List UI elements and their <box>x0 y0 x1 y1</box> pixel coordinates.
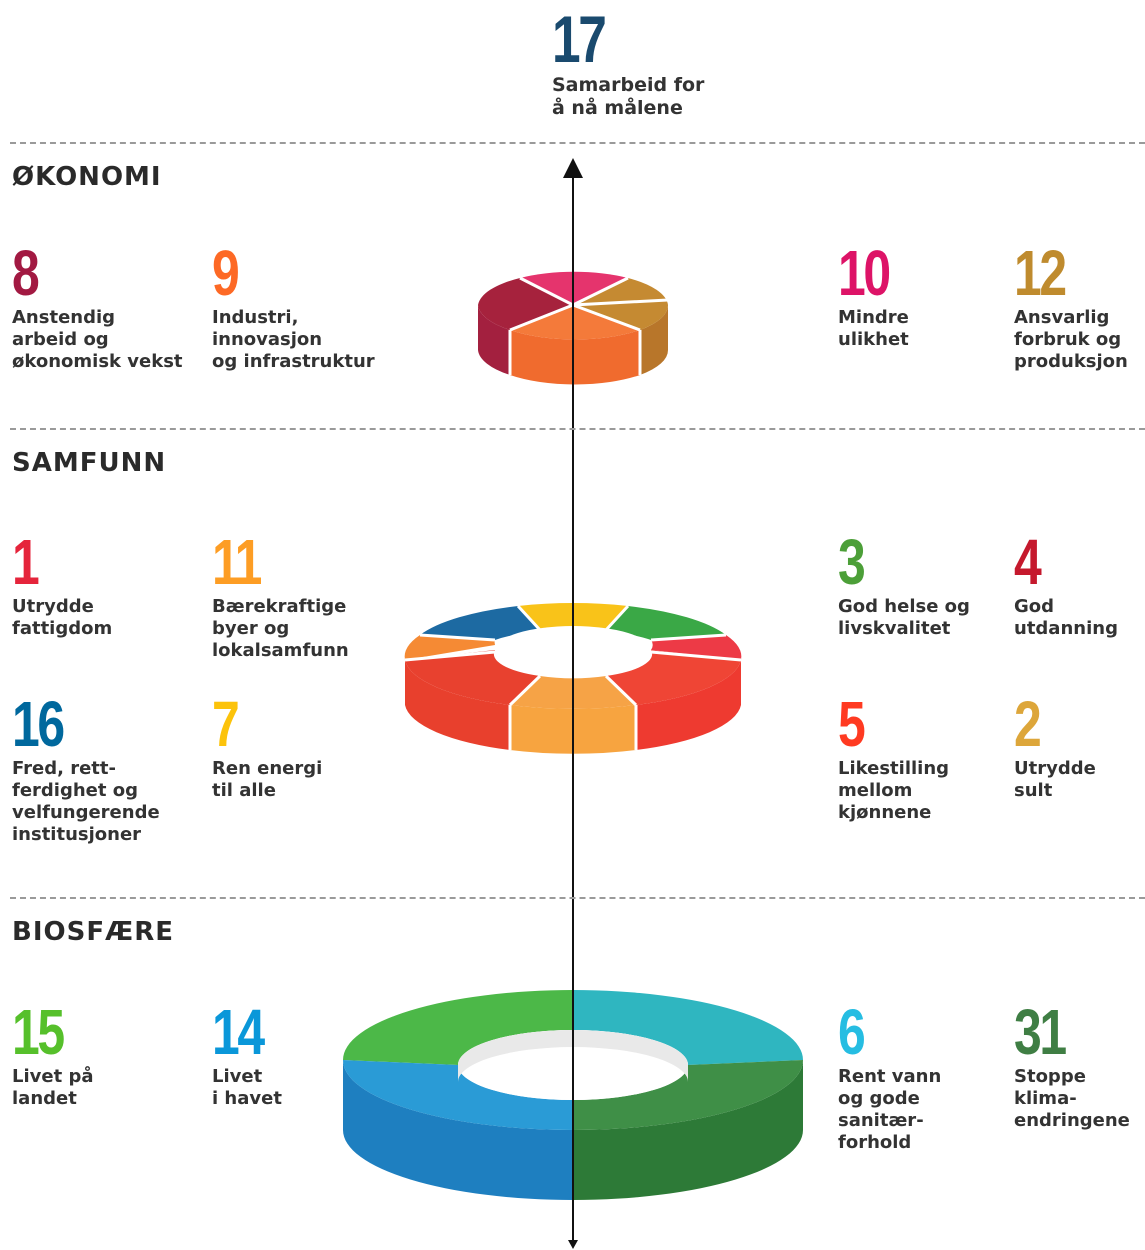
axis-bottom-arrow-icon <box>568 1240 578 1249</box>
goal-3: 3 God helse og livskvalitet <box>838 526 970 640</box>
goal-1: 1 Utrydde fattigdom <box>12 526 113 640</box>
goal-9-number: 9 <box>212 237 240 309</box>
goal-6-label: Rent vann og gode sanitær- forhold <box>838 1066 942 1153</box>
goal-5-number: 5 <box>838 688 866 760</box>
goal-31-number: 31 <box>1014 996 1067 1068</box>
goal-5: 5 Likestilling mellom kjønnene <box>838 688 950 824</box>
goal-14-label: Livet i havet <box>212 1066 282 1109</box>
goal-15-number: 15 <box>12 996 65 1068</box>
society-ring <box>404 603 742 754</box>
goal-4-label: God utdanning <box>1014 596 1118 639</box>
goal-9-label: Industri, innovasjon og infrastruktur <box>212 307 375 372</box>
goal-3-number: 3 <box>838 526 866 598</box>
goal-4-number: 4 <box>1014 526 1042 598</box>
goal-7: 7 Ren energi til alle <box>212 688 323 802</box>
goal-12-label: Ansvarlig forbruk og produksjon <box>1014 307 1128 372</box>
goal-7-number: 7 <box>212 688 240 760</box>
goal-6: 6 Rent vann og gode sanitær- forhold <box>838 996 942 1154</box>
goal-5-label: Likestilling mellom kjønnene <box>838 758 950 823</box>
goal-2: 2 Utrydde sult <box>1014 688 1096 802</box>
goal-17-label: Samarbeid for å nå målene <box>552 74 705 119</box>
section-title-samfunn: SAMFUNN <box>12 448 167 478</box>
goal-4: 4 God utdanning <box>1014 526 1118 640</box>
divider-top <box>10 142 1145 144</box>
goal-2-label: Utrydde sult <box>1014 758 1096 801</box>
goal-16-number: 16 <box>12 688 65 760</box>
goal-17-number: 17 <box>552 2 607 76</box>
goal-11-number: 11 <box>212 526 262 598</box>
goal-12: 12 Ansvarlig forbruk og produksjon <box>1014 237 1128 373</box>
goal-31: 31 Stoppe klima- endringene <box>1014 996 1130 1132</box>
goal-8: 8 Anstendig arbeid og økonomisk vekst <box>12 237 183 373</box>
goal-3-label: God helse og livskvalitet <box>838 596 970 639</box>
goal-10-label: Mindre ulikhet <box>838 307 909 350</box>
section-title-biosfare: BIOSFÆRE <box>12 917 175 947</box>
goal-17: 17 Samarbeid for å nå målene <box>552 2 705 120</box>
economy-cake <box>478 271 669 385</box>
goal-14: 14 Livet i havet <box>212 996 282 1110</box>
goal-8-label: Anstendig arbeid og økonomisk vekst <box>12 307 183 372</box>
goal-1-label: Utrydde fattigdom <box>12 596 113 639</box>
goal-10-number: 10 <box>838 237 891 309</box>
goal-31-label: Stoppe klima- endringene <box>1014 1066 1130 1131</box>
goal-15: 15 Livet på landet <box>12 996 94 1110</box>
goal-9: 9 Industri, innovasjon og infrastruktur <box>212 237 375 373</box>
goal-15-label: Livet på landet <box>12 1066 94 1109</box>
goal-1-number: 1 <box>12 526 40 598</box>
goal-11: 11 Bærekraftige byer og lokalsamfunn <box>212 526 349 662</box>
divider-okonomi-samfunn <box>10 428 1145 430</box>
goal-12-number: 12 <box>1014 237 1067 309</box>
goal-11-label: Bærekraftige byer og lokalsamfunn <box>212 596 349 661</box>
goal-14-number: 14 <box>212 996 265 1068</box>
goal-2-number: 2 <box>1014 688 1042 760</box>
goal-16: 16 Fred, rett- ferdighet og velfungerend… <box>12 688 160 846</box>
goal-8-number: 8 <box>12 237 40 309</box>
section-title-okonomi: ØKONOMI <box>12 162 162 192</box>
goal-16-label: Fred, rett- ferdighet og velfungerende i… <box>12 758 160 845</box>
goal-6-number: 6 <box>838 996 866 1068</box>
goal-7-label: Ren energi til alle <box>212 758 323 801</box>
goal-10: 10 Mindre ulikhet <box>838 237 909 351</box>
divider-samfunn-biosfare <box>10 897 1145 899</box>
